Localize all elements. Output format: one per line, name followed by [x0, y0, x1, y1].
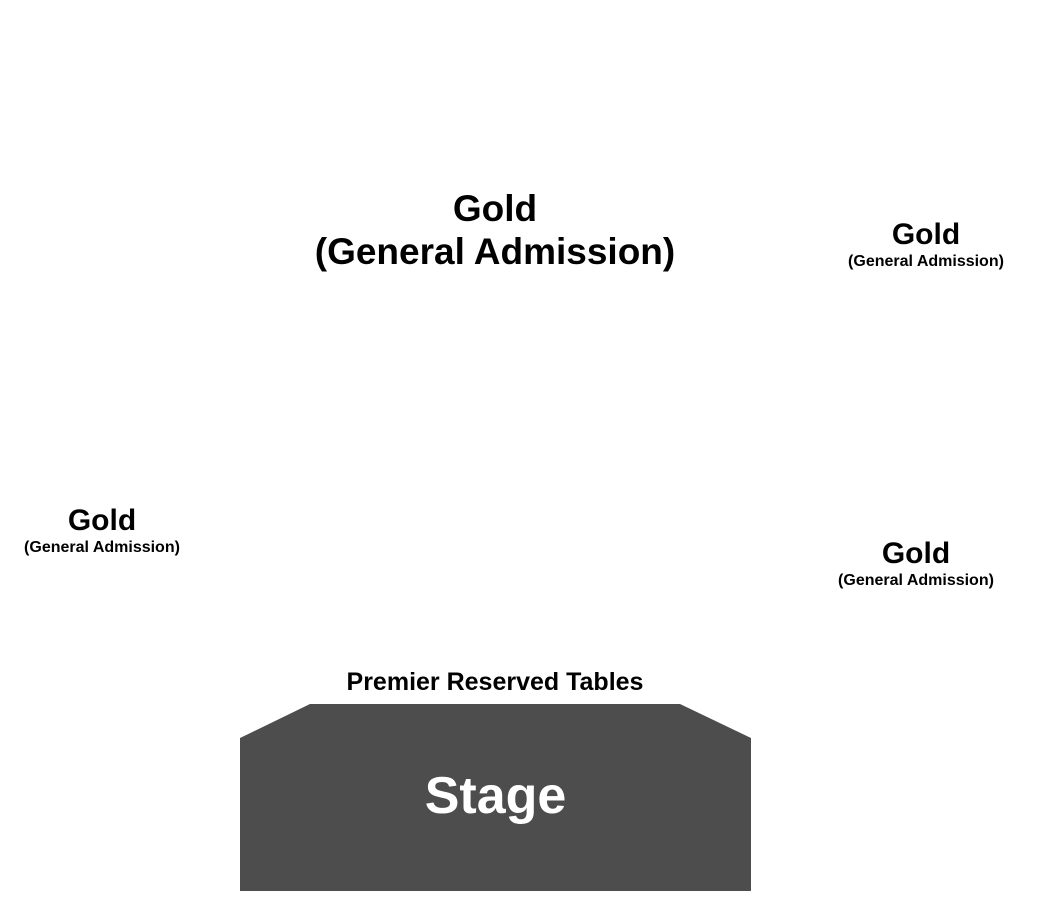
section-name: Gold — [881, 537, 951, 570]
section-name: Gold — [891, 218, 961, 251]
section-subtitle: (General Admission) — [314, 230, 676, 272]
section-subtitle: (General Admission) — [24, 538, 180, 556]
gold-general-admission-right-lower[interactable]: Gold (General Admission) — [816, 537, 1016, 590]
stage-label: Stage — [424, 767, 567, 825]
stage-platform — [240, 704, 751, 891]
premier-reserved-tables[interactable]: Premier Reserved Tables — [346, 668, 644, 696]
section-name: Gold — [67, 504, 137, 537]
gold-general-admission-center[interactable]: Gold (General Admission) — [295, 188, 695, 273]
section-name: Gold — [452, 188, 538, 229]
section-subtitle: (General Admission) — [848, 252, 1004, 270]
gold-general-admission-right-upper[interactable]: Gold (General Admission) — [826, 218, 1026, 271]
section-subtitle: (General Admission) — [838, 571, 994, 589]
gold-general-admission-left[interactable]: Gold (General Admission) — [2, 504, 202, 557]
